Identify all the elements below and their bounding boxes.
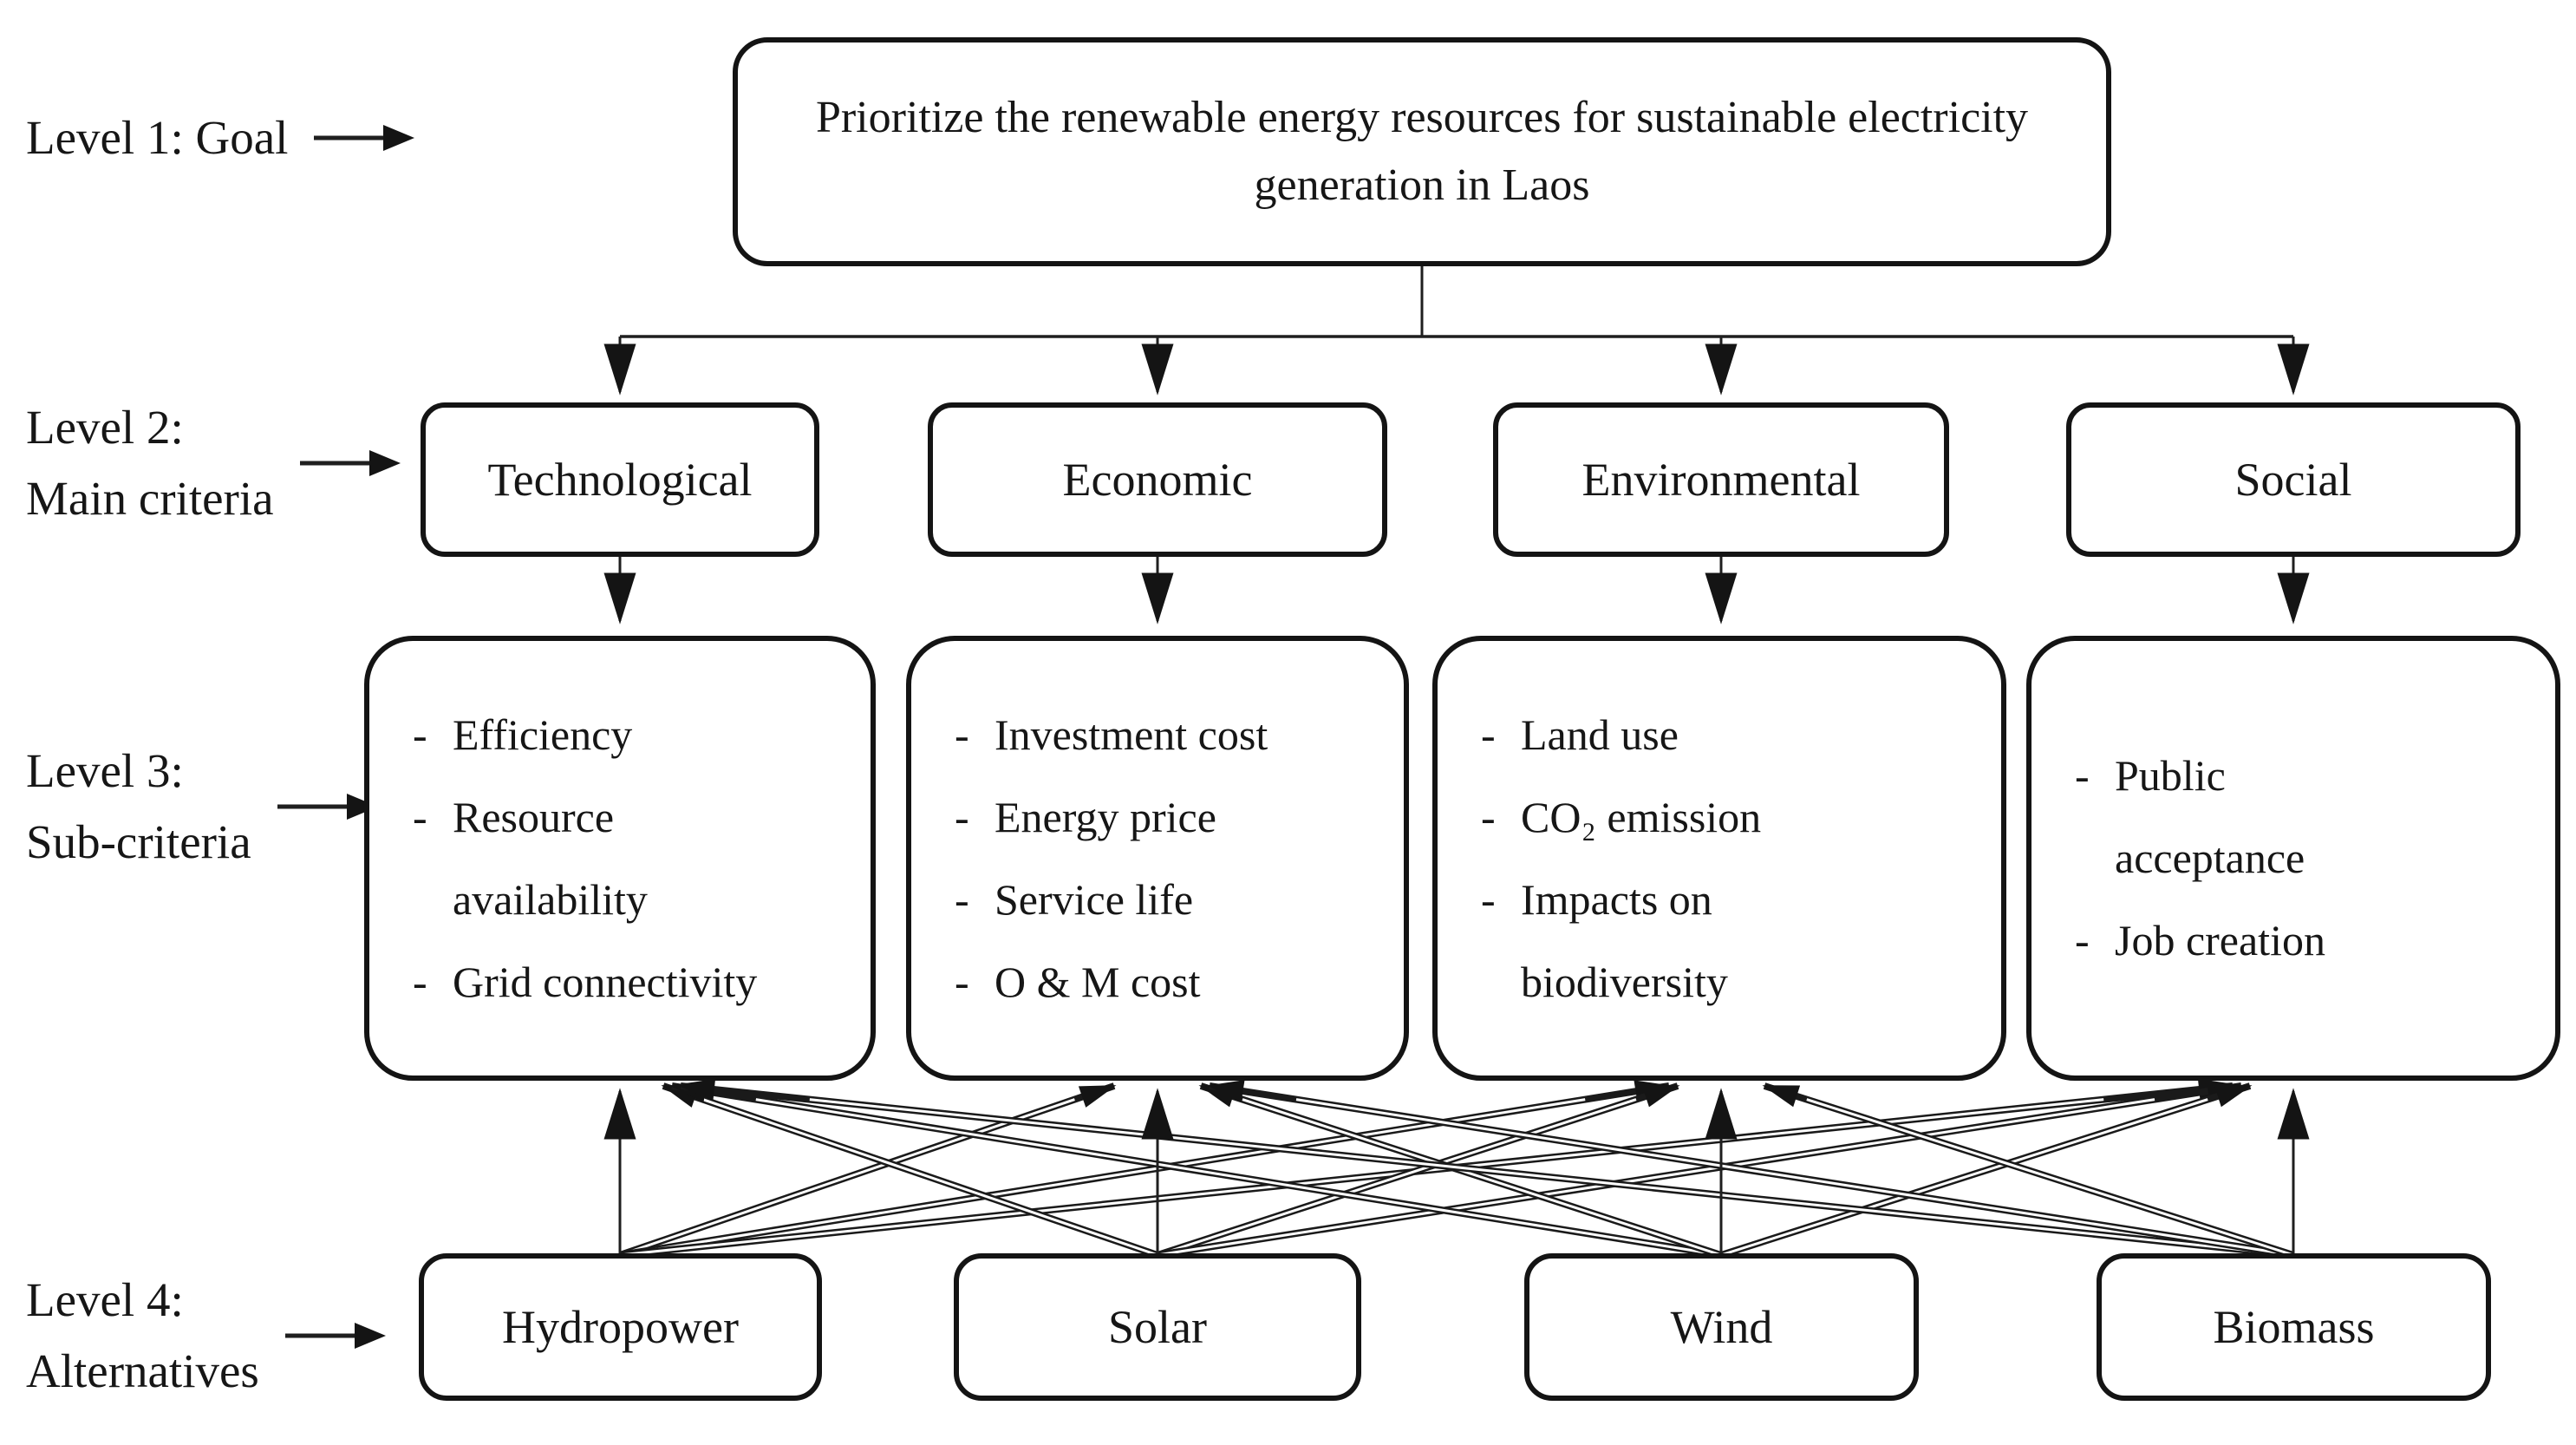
side-label-level1: Level 1: Goal <box>26 102 416 173</box>
subcriteria-text: Public acceptance <box>2115 751 2305 882</box>
side-label-level1-text: Level 1: Goal <box>26 111 289 164</box>
edge-core <box>1209 1084 2294 1257</box>
edge-core <box>1157 1084 2242 1257</box>
side-label-level3-text2: Sub-criteria <box>26 815 251 868</box>
alternative-box-hydropower: Hydropower <box>419 1253 822 1401</box>
criteria-label: Social <box>2234 454 2352 506</box>
criteria-box-technological: Technological <box>421 402 819 557</box>
goal-connectors <box>603 266 2310 396</box>
criteria-box-environmental: Environmental <box>1493 402 1949 557</box>
subcriteria-text: Service life <box>995 874 1194 924</box>
alternative-box-solar: Solar <box>954 1253 1361 1401</box>
edge-core <box>619 1084 1670 1257</box>
edge-core <box>680 1084 2294 1257</box>
edge-core <box>662 1084 1158 1257</box>
side-label-level3: Level 3: Sub-criteria <box>26 736 380 878</box>
arrow-right-icon <box>284 1323 386 1349</box>
bullet-dash: - <box>955 874 969 924</box>
subcriteria-item: - Service life <box>955 859 1386 941</box>
side-label-level3-text: Level 3: <box>26 744 184 797</box>
alternative-label: Biomass <box>2213 1301 2375 1353</box>
goal-text: Prioritize the renewable energy resource… <box>815 93 2029 210</box>
criteria-to-subcriteria-connectors <box>603 557 2310 624</box>
subcriteria-item: - Investment cost <box>955 694 1386 776</box>
criteria-label: Technological <box>487 454 753 506</box>
side-label-level4: Level 4: Alternatives <box>26 1265 388 1407</box>
side-label-level4-text: Level 4: <box>26 1273 184 1326</box>
criteria-box-social: Social <box>2066 402 2521 557</box>
subcriteria-box-environmental: - Land use - CO₂ emission - Impacts on b… <box>1432 636 2006 1081</box>
side-label-level4-text2: Alternatives <box>26 1344 259 1397</box>
side-label-level2: Level 2: Main criteria <box>26 392 402 534</box>
subcriteria-item: - Impacts on biodiversity <box>1481 859 1984 1023</box>
bullet-dash: - <box>413 957 427 1006</box>
bullet-dash: - <box>2075 916 2090 964</box>
bullet-dash: - <box>955 957 969 1006</box>
criteria-label: Economic <box>1062 454 1253 506</box>
subcriteria-text: Land use <box>1521 709 1679 759</box>
edge-core <box>671 1084 1722 1257</box>
subcriteria-item: - Efficiency <box>413 694 853 776</box>
subcriteria-item: - Public acceptance <box>2075 735 2538 899</box>
subcriteria-text: Resource availability <box>453 792 648 924</box>
alternative-label: Solar <box>1108 1301 1207 1353</box>
bullet-dash: - <box>1481 709 1496 759</box>
subcriteria-text: Investment cost <box>995 709 1268 759</box>
side-label-level2-text: Level 2: <box>26 401 184 454</box>
alternative-box-biomass: Biomass <box>2097 1253 2491 1401</box>
subcriteria-text: Energy price <box>995 792 1216 841</box>
bullet-dash: - <box>2075 751 2090 800</box>
criteria-label: Environmental <box>1581 454 1861 506</box>
subcriteria-box-economic: - Investment cost - Energy price - Servi… <box>906 636 1409 1081</box>
subcriteria-text: Grid connectivity <box>453 957 758 1006</box>
alternative-to-subcriteria-connectors <box>603 1078 2310 1259</box>
alternative-box-wind: Wind <box>1524 1253 1919 1401</box>
alternative-label: Wind <box>1670 1301 1773 1353</box>
subcriteria-item: - Energy price <box>955 776 1386 859</box>
subcriteria-item: - Job creation <box>2075 899 2538 982</box>
bullet-dash: - <box>1481 874 1496 924</box>
side-label-level2-text2: Main criteria <box>26 472 274 525</box>
bullet-dash: - <box>955 709 969 759</box>
subcriteria-text: Impacts on biodiversity <box>1521 874 1728 1006</box>
edge-core <box>1157 1084 1679 1257</box>
edge-core <box>1764 1084 2294 1257</box>
bullet-dash: - <box>413 792 427 841</box>
edge-core <box>619 1084 1115 1257</box>
subcriteria-item: - Resource availability <box>413 776 853 941</box>
alternative-label: Hydropower <box>502 1301 739 1353</box>
bullet-dash: - <box>955 792 969 841</box>
bullet-dash: - <box>1481 792 1496 841</box>
bullet-dash: - <box>413 709 427 759</box>
arrow-right-icon <box>277 794 378 820</box>
subcriteria-box-technological: - Efficiency - Resource availability - G… <box>364 636 876 1081</box>
goal-box: Prioritize the renewable energy resource… <box>733 37 2111 266</box>
subcriteria-item: - O & M cost <box>955 941 1386 1023</box>
arrow-right-icon <box>299 450 401 476</box>
subcriteria-text: CO₂ emission <box>1521 792 1762 841</box>
subcriteria-text: O & M cost <box>995 957 1201 1006</box>
subcriteria-box-social: - Public acceptance - Job creation <box>2026 636 2560 1081</box>
subcriteria-item: - Land use <box>1481 694 1984 776</box>
subcriteria-item: - Grid connectivity <box>413 941 853 1023</box>
subcriteria-item: - CO₂ emission <box>1481 776 1984 859</box>
criteria-box-economic: Economic <box>928 402 1387 557</box>
edge-core <box>1720 1084 2251 1257</box>
subcriteria-text: Efficiency <box>453 709 633 759</box>
arrow-right-icon <box>314 125 415 151</box>
subcriteria-text: Job creation <box>2115 916 2325 964</box>
